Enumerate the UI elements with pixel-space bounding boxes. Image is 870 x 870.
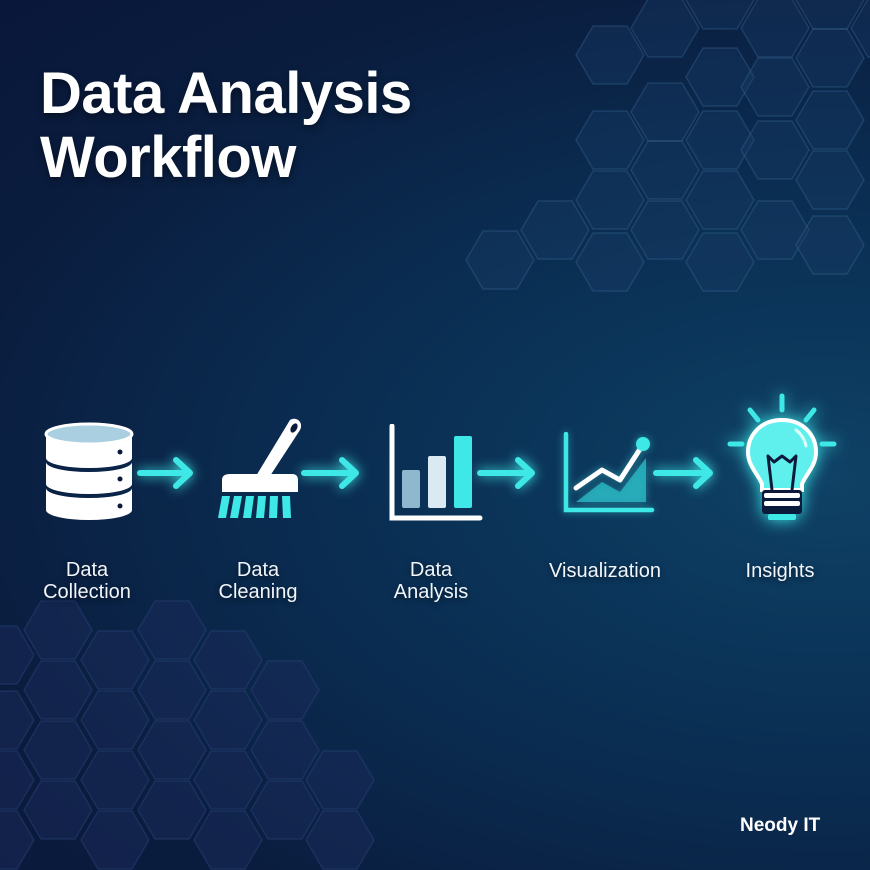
arrow-right-icon xyxy=(137,457,193,489)
bar-chart-icon xyxy=(389,424,483,521)
step-label-data-collection: Data Collection xyxy=(43,559,131,603)
step-label-visualization: Visualization xyxy=(549,560,661,582)
lightbulb-icon xyxy=(727,393,837,520)
arrow-right-icon xyxy=(653,457,713,489)
step-label-data-cleaning: Data Cleaning xyxy=(218,559,298,603)
arrow-right-icon xyxy=(477,457,535,489)
step-label-insights: Insights xyxy=(745,560,815,582)
brand-logo-text: Neody IT xyxy=(740,815,821,836)
brush-icon xyxy=(218,418,302,518)
title-line-1: Data Analysis xyxy=(40,61,412,126)
title-line-2: Workflow xyxy=(40,125,296,190)
page-title: Data Analysis Workflow xyxy=(40,62,412,190)
line-area-chart-icon xyxy=(563,432,655,513)
database-icon xyxy=(44,422,134,520)
arrow-right-icon xyxy=(301,457,359,489)
step-label-data-analysis: Data Analysis xyxy=(393,559,469,603)
